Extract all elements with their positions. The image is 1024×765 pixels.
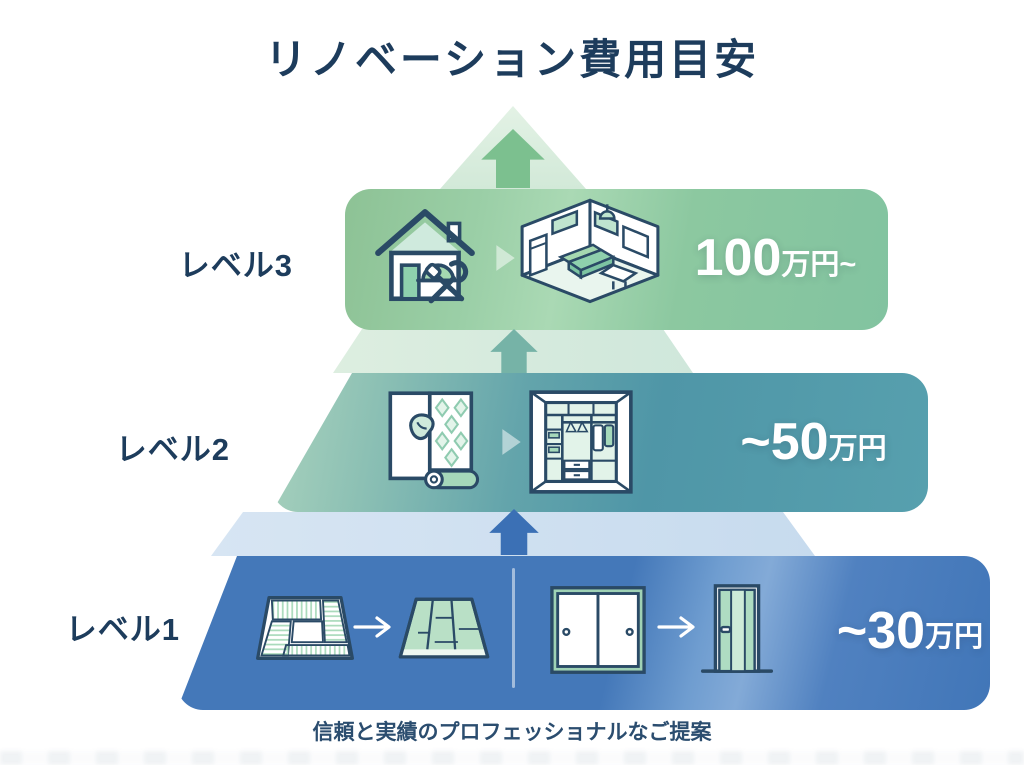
level3-price-suffix: 万円~ [781, 248, 857, 281]
footer-tagline: 信頼と実績のプロフェッショナルなご提案 [312, 721, 712, 744]
right-arrow-icon [656, 614, 698, 640]
tatami-icon [252, 582, 358, 674]
level2-price-suffix: 万円 [828, 432, 887, 465]
door-icon [698, 580, 776, 678]
house-renovation-icon [368, 198, 482, 314]
bottom-artifact-strip [0, 751, 1024, 765]
right-arrow-icon [352, 614, 394, 640]
level2-label: レベル2 [115, 432, 230, 467]
page-title: リノベーション費用目安 [264, 36, 760, 83]
chevron-right-icon [494, 244, 516, 272]
wood-flooring-icon [392, 584, 496, 674]
level3-price-amount: 100 [694, 229, 782, 287]
wallpaper-icon [382, 386, 490, 496]
sliding-doors-icon [544, 582, 652, 678]
level1-price-suffix: 万円 [925, 621, 984, 653]
vertical-divider [512, 568, 515, 688]
level2-price-amount: 50 [770, 413, 829, 471]
level1-price-amount: 30 [867, 601, 926, 660]
up-arrow-icon [479, 128, 547, 189]
level3-label: レベル3 [178, 248, 293, 283]
up-arrow-icon [486, 329, 542, 373]
chevron-right-icon [500, 428, 522, 456]
level1-price-prefix: ~ [836, 601, 868, 660]
closet-icon [526, 388, 636, 496]
level2-price-prefix: ~ [740, 413, 771, 471]
furnished-room-icon [514, 196, 666, 316]
level1-label: レベル1 [65, 612, 180, 647]
up-arrow-icon [486, 509, 542, 555]
